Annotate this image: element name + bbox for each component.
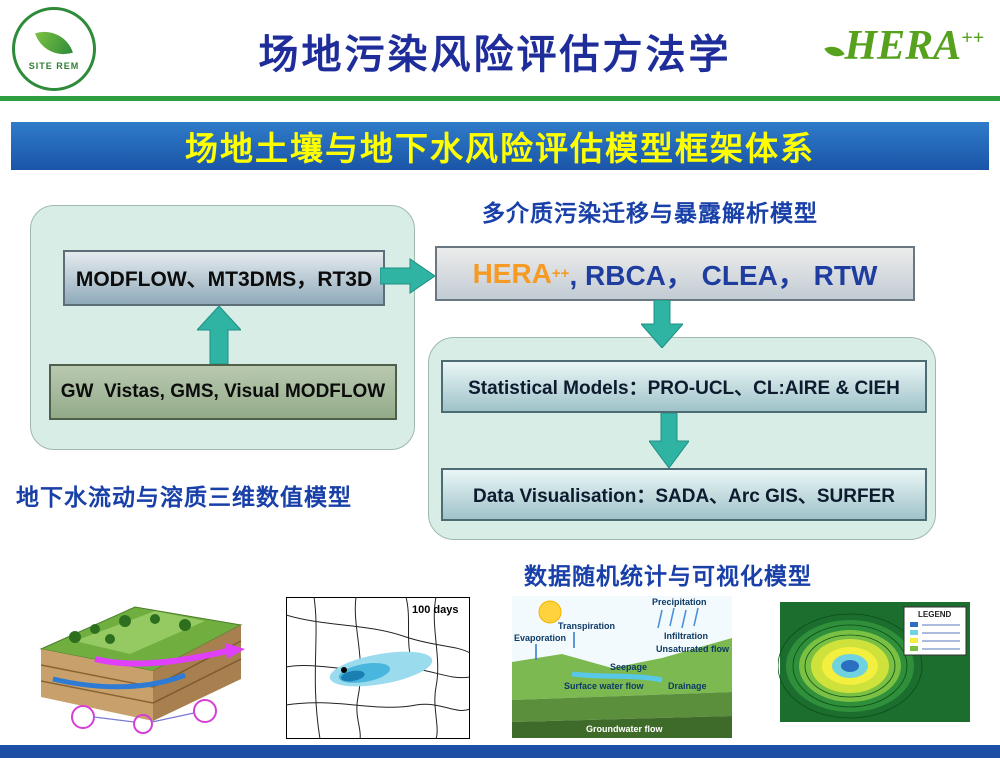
arrow-right-icon: [379, 258, 436, 294]
label-seepage: Seepage: [610, 662, 647, 672]
leaf-icon: [35, 23, 73, 62]
bottom-bar: [0, 745, 1000, 758]
hera-box-sup: ++: [551, 265, 570, 282]
slide-title: 场地污染风险评估方法学: [258, 33, 732, 77]
legend-title: LEGEND: [918, 610, 952, 619]
rain-icon: [657, 607, 699, 629]
figure-color-contour-map: LEGEND: [777, 600, 972, 724]
modflow-box: MODFLOW、MT3DMS，RT3D: [63, 250, 385, 306]
contour-map-graphic: 100 days: [285, 596, 471, 740]
leaf-icon: [824, 41, 846, 62]
legend-swatches: [910, 622, 960, 651]
data-visualisation-box: Data Visualisation：SADA、Arc GIS、SURFER: [441, 468, 927, 521]
section-title: 场地土壤与地下水风险评估模型框架体系: [185, 130, 815, 167]
sun-icon: [538, 600, 562, 624]
arrow-down-icon: [639, 299, 685, 349]
trees-icon: [69, 614, 191, 644]
label-stats-model: 数据随机统计与可视化模型: [524, 563, 812, 589]
label-infiltration: Infiltration: [664, 631, 708, 641]
contour-map-label: 100 days: [412, 604, 458, 616]
hera-plus-plus-logo: HERA++: [824, 22, 984, 70]
figure-hydrological-cycle: Transpiration Evaporation Precipitation …: [512, 596, 732, 738]
figure-3d-groundwater-model: [35, 599, 247, 735]
hydro-cycle-graphic: Transpiration Evaporation Precipitation …: [512, 596, 732, 738]
site-rem-logo: SITE REM: [12, 7, 96, 91]
gw-vistas-box: GW Vistas, GMS, Visual MODFLOW: [49, 364, 397, 420]
label-unsaturated-flow: Unsaturated flow: [656, 644, 730, 654]
site-rem-logo-text: SITE REM: [28, 60, 80, 71]
groundwater-3d-graphic: [35, 599, 247, 735]
hera-rbca-box: HERA++, RBCA， CLEA， RTW: [435, 246, 915, 301]
label-transpiration: Transpiration: [558, 621, 615, 631]
groundwater-model-group: MODFLOW、MT3DMS，RT3D GW Vistas, GMS, Visu…: [30, 205, 415, 450]
label-drainage: Drainage: [668, 681, 707, 691]
arrow-down-icon: [648, 412, 690, 469]
label-groundwater-flow: Groundwater flow: [586, 724, 663, 734]
arrow-up-icon: [195, 305, 243, 365]
color-map-graphic: LEGEND: [777, 600, 972, 724]
label-groundwater-model: 地下水流动与溶质三维数值模型: [16, 484, 352, 510]
label-multimedia-model: 多介质污染迁移与暴露解析模型: [482, 200, 818, 226]
hera-box-rest: , RBCA， CLEA， RTW: [569, 259, 878, 291]
figure-contour-map: 100 days: [285, 596, 471, 740]
hera-logo-sup: ++: [961, 27, 984, 49]
statistics-group: Statistical Models：PRO-UCL、CL:AIRE & CIE…: [428, 337, 936, 540]
section-title-banner: 场地土壤与地下水风险评估模型框架体系: [11, 122, 989, 170]
label-evaporation: Evaporation: [514, 633, 566, 643]
statistical-models-box: Statistical Models：PRO-UCL、CL:AIRE & CIE…: [441, 360, 927, 413]
hera-logo-text: HERA: [844, 23, 962, 69]
label-precipitation: Precipitation: [652, 597, 707, 607]
hera-box-prefix: HERA: [472, 257, 552, 289]
header-divider: [0, 96, 1000, 101]
label-surface-water-flow: Surface water flow: [564, 681, 645, 691]
